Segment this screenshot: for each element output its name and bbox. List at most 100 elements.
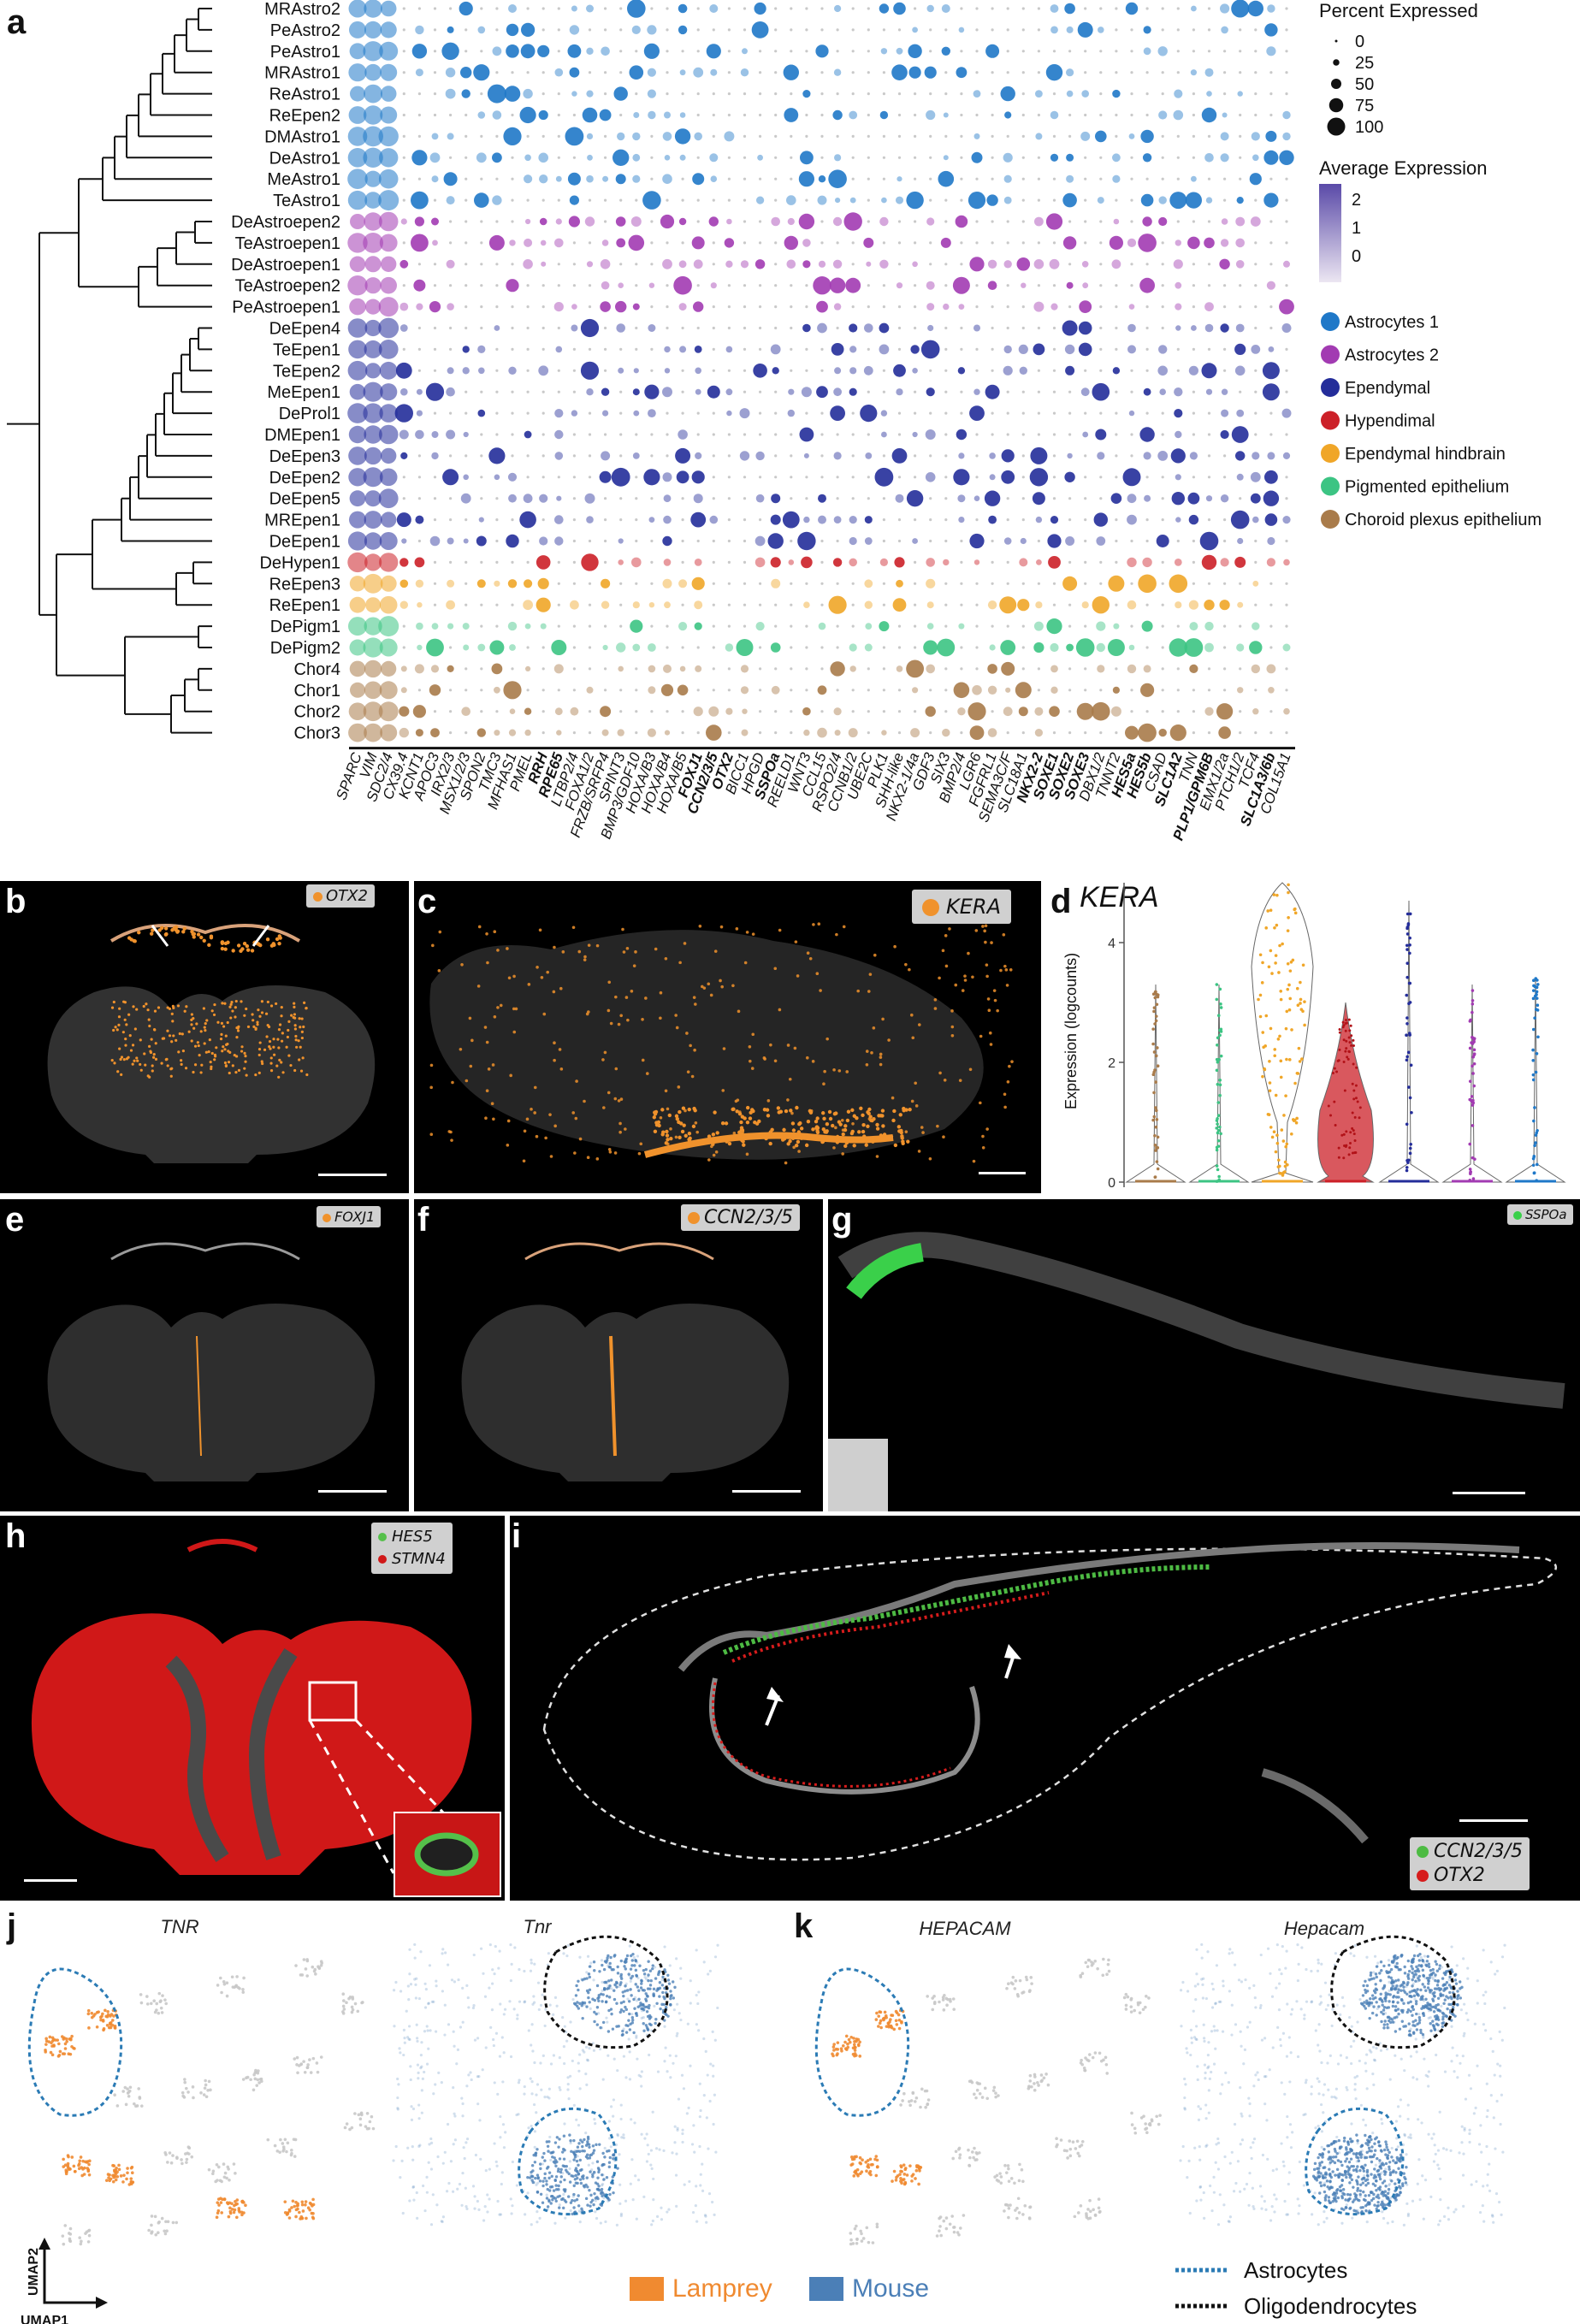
umap-cell bbox=[408, 1948, 411, 1951]
dot bbox=[975, 284, 979, 287]
dot bbox=[349, 576, 366, 592]
expression-spot bbox=[152, 1028, 157, 1032]
dot bbox=[1068, 667, 1072, 671]
dot bbox=[906, 659, 924, 678]
dot bbox=[788, 559, 795, 565]
expression-spot bbox=[133, 1059, 136, 1062]
dot bbox=[648, 517, 655, 523]
umap-cell bbox=[640, 2016, 643, 2019]
umap-cell bbox=[293, 2155, 297, 2158]
dot bbox=[1099, 284, 1103, 287]
umap-cell bbox=[211, 2169, 216, 2173]
dot bbox=[1000, 640, 1016, 655]
expression-spot bbox=[841, 1132, 845, 1137]
dot bbox=[805, 689, 808, 692]
dot bbox=[790, 284, 793, 287]
umap-cell bbox=[459, 2025, 463, 2029]
expression-spot bbox=[170, 1067, 174, 1070]
expression-spot bbox=[722, 1047, 726, 1050]
dot bbox=[944, 134, 948, 138]
umap-cell bbox=[595, 2216, 599, 2221]
dot bbox=[612, 149, 630, 166]
dot bbox=[849, 110, 858, 120]
dot bbox=[975, 7, 979, 10]
violin-point bbox=[1535, 1162, 1539, 1167]
umap-cell bbox=[656, 2070, 660, 2073]
dot bbox=[1161, 177, 1164, 180]
arrow-icon bbox=[151, 925, 169, 947]
expression-spot bbox=[483, 1026, 488, 1029]
umap-cell bbox=[465, 2204, 468, 2209]
violin-point bbox=[1216, 1036, 1220, 1040]
dot bbox=[836, 476, 839, 479]
violin-point bbox=[1215, 1119, 1219, 1122]
dot bbox=[1207, 667, 1211, 671]
dot bbox=[912, 687, 919, 694]
dot bbox=[664, 346, 671, 353]
dot bbox=[430, 665, 440, 673]
umap-cell bbox=[455, 2062, 459, 2066]
dot bbox=[572, 113, 577, 117]
umap-cell bbox=[413, 1943, 417, 1947]
expression-spot bbox=[166, 1006, 169, 1009]
color-legend-tick: 2 bbox=[1352, 191, 1361, 210]
dot bbox=[751, 21, 769, 38]
dot bbox=[1092, 382, 1110, 401]
violin-point bbox=[1536, 1008, 1540, 1012]
umap-cell bbox=[77, 2163, 80, 2167]
dot bbox=[712, 667, 715, 671]
expression-spot bbox=[451, 1080, 454, 1085]
expression-spot bbox=[224, 1034, 228, 1038]
dot bbox=[349, 256, 366, 273]
dot bbox=[399, 259, 409, 269]
dot bbox=[882, 539, 885, 543]
dot bbox=[1084, 241, 1087, 245]
expression-spot bbox=[437, 969, 441, 973]
expression-spot bbox=[114, 1026, 117, 1029]
dot bbox=[526, 646, 530, 649]
expression-spot bbox=[815, 1116, 820, 1121]
dot bbox=[896, 282, 903, 289]
dot bbox=[820, 28, 824, 32]
dot bbox=[526, 326, 530, 330]
umap-cell bbox=[300, 2216, 305, 2221]
dot bbox=[1285, 476, 1288, 479]
dot bbox=[1282, 110, 1291, 120]
dot bbox=[991, 113, 994, 117]
dot bbox=[897, 476, 902, 479]
expression-spot bbox=[198, 1053, 201, 1057]
umap-cell bbox=[562, 2192, 565, 2197]
umap-cell bbox=[474, 2153, 478, 2157]
dot bbox=[882, 667, 885, 671]
expression-spot bbox=[683, 942, 687, 945]
dot bbox=[1223, 92, 1227, 96]
dot bbox=[1285, 689, 1288, 692]
dot bbox=[1066, 174, 1074, 183]
umap-cell bbox=[707, 2192, 712, 2196]
dot bbox=[892, 598, 907, 612]
umap-cell bbox=[676, 2126, 679, 2130]
dot bbox=[1204, 600, 1215, 611]
expression-spot bbox=[707, 1134, 712, 1138]
dot bbox=[586, 174, 594, 183]
umap-cell bbox=[588, 2047, 591, 2050]
expression-spot bbox=[992, 989, 997, 992]
dot bbox=[676, 470, 689, 484]
dot bbox=[1176, 71, 1180, 74]
umap-cell bbox=[440, 2220, 443, 2223]
dot bbox=[754, 535, 766, 547]
expression-spot bbox=[971, 975, 974, 979]
dot bbox=[619, 603, 623, 606]
umap-cell bbox=[607, 2165, 612, 2169]
expression-spot bbox=[691, 1124, 696, 1129]
expression-spot bbox=[127, 1056, 130, 1059]
umap-cell bbox=[222, 2175, 227, 2179]
umap-cell bbox=[575, 1984, 578, 1988]
umap-cell bbox=[566, 2083, 570, 2086]
dot bbox=[867, 113, 870, 117]
dot bbox=[431, 133, 439, 140]
dot bbox=[349, 660, 366, 677]
dot bbox=[379, 468, 398, 487]
umap-cell bbox=[113, 2026, 117, 2030]
violin-point bbox=[1216, 1128, 1221, 1132]
